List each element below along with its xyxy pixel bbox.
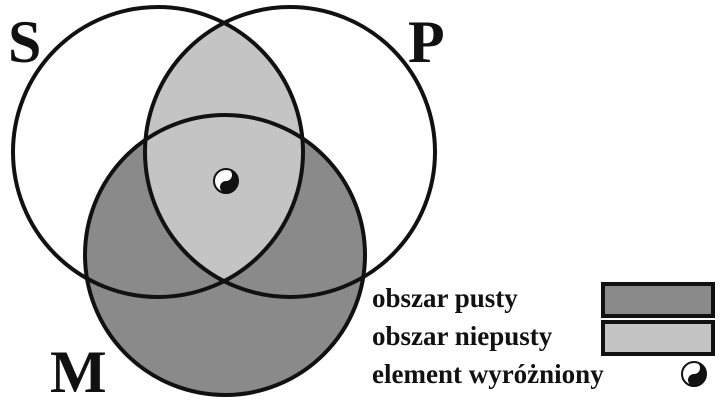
- label-s: S: [8, 9, 41, 75]
- legend-nonempty-label: obszar niepusty: [372, 321, 553, 351]
- label-m: M: [50, 339, 107, 402]
- legend-nonempty-swatch: [601, 320, 715, 356]
- yin-yang-icon: [213, 168, 239, 194]
- legend: obszar pusty obszar niepusty element wyr…: [372, 282, 715, 389]
- legend-empty-swatch: [601, 282, 715, 318]
- region-s-p-m-nonempty-fill: [145, 115, 303, 297]
- circle-p-outline: [143, 5, 437, 299]
- circle-m-outline: [83, 113, 367, 397]
- circle-s-outline: [11, 5, 305, 299]
- label-p: P: [408, 9, 445, 75]
- legend-element-label: element wyróżniony: [372, 359, 604, 389]
- legend-empty-label: obszar pusty: [372, 283, 518, 313]
- legend-yin-yang-icon: [681, 361, 707, 387]
